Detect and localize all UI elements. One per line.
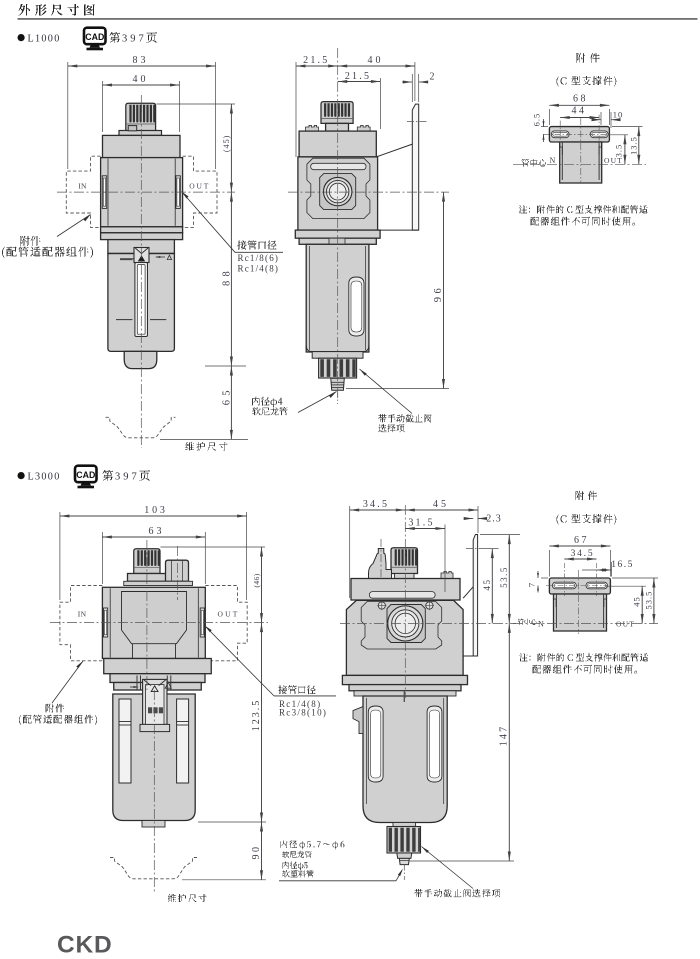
svg-text:Rc1/4(8): Rc1/4(8)	[238, 264, 280, 274]
svg-text:OUT: OUT	[604, 156, 623, 165]
svg-text:90: 90	[251, 845, 262, 860]
svg-text:2: 2	[430, 72, 435, 83]
svg-text:67: 67	[574, 535, 589, 546]
svg-text:397: 397	[115, 472, 140, 483]
svg-text:IN: IN	[78, 610, 87, 619]
svg-text:34.5: 34.5	[363, 499, 389, 510]
svg-text:83: 83	[133, 55, 149, 66]
svg-text:OUT: OUT	[189, 181, 210, 190]
svg-text:45: 45	[632, 596, 642, 607]
svg-text:45: 45	[433, 499, 449, 510]
svg-text:N: N	[550, 156, 556, 165]
svg-text:(45): (45)	[222, 135, 231, 152]
svg-text:Rc1/4(8): Rc1/4(8)	[279, 699, 321, 709]
svg-text:6.5: 6.5	[532, 113, 542, 127]
svg-text:2.3: 2.3	[486, 514, 502, 525]
svg-text:397: 397	[122, 34, 147, 45]
svg-text:16.5: 16.5	[611, 560, 634, 570]
svg-text:(46): (46)	[252, 573, 261, 587]
svg-text:L3000: L3000	[28, 471, 61, 482]
svg-text:OUT: OUT	[218, 610, 240, 619]
svg-text:21.5: 21.5	[303, 55, 329, 66]
svg-text:40: 40	[133, 74, 149, 85]
svg-text:53.5: 53.5	[499, 566, 509, 588]
svg-text:68: 68	[573, 94, 588, 105]
svg-text:53.5: 53.5	[643, 591, 653, 610]
svg-text:45: 45	[482, 579, 492, 591]
svg-text:L1000: L1000	[28, 33, 61, 44]
svg-text:Rc1/8(6): Rc1/8(6)	[238, 253, 280, 263]
svg-text:13.5: 13.5	[629, 136, 639, 155]
svg-text:N: N	[538, 619, 544, 628]
svg-text:63: 63	[149, 526, 165, 537]
svg-text:21.5: 21.5	[345, 71, 371, 82]
svg-text:CKD: CKD	[57, 932, 112, 959]
svg-text:CAD: CAD	[76, 470, 95, 480]
svg-text:65: 65	[221, 386, 232, 405]
svg-text:34.5: 34.5	[571, 549, 595, 559]
svg-text:Rc3/8(10): Rc3/8(10)	[279, 708, 327, 718]
svg-text:7: 7	[527, 583, 537, 587]
svg-text:147: 147	[499, 725, 510, 747]
svg-text:96: 96	[433, 285, 444, 303]
svg-text:CAD: CAD	[85, 32, 104, 42]
svg-text:10: 10	[613, 109, 624, 119]
svg-text:44: 44	[572, 106, 587, 117]
svg-text:123.5: 123.5	[251, 699, 262, 732]
svg-text:3.5: 3.5	[614, 144, 624, 158]
svg-text:88: 88	[221, 267, 232, 286]
svg-text:IN: IN	[78, 181, 87, 190]
svg-text:31.5: 31.5	[408, 518, 434, 529]
svg-text:40: 40	[368, 55, 384, 66]
svg-text:103: 103	[144, 505, 167, 516]
